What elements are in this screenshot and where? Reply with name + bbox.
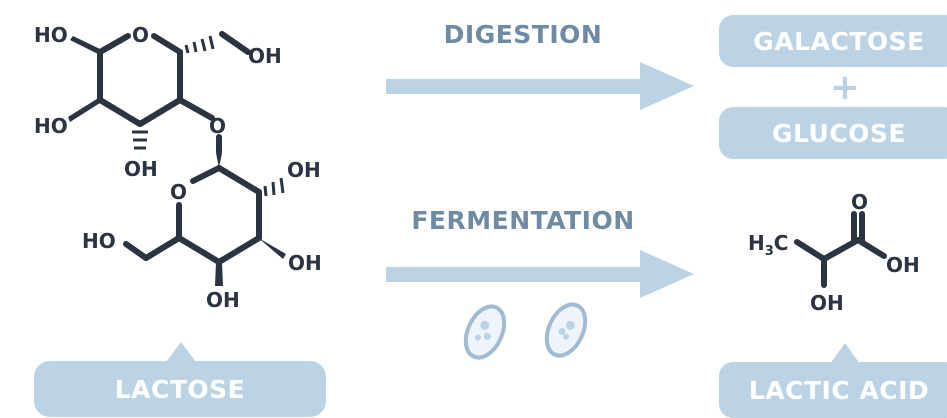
lactose-oh-label: OH xyxy=(248,44,282,68)
lactose-oh-label: OH xyxy=(206,288,240,312)
lactic-ch3-label: H3C xyxy=(748,231,788,259)
lactic-acid-pointer xyxy=(830,343,860,364)
lactose-pointer xyxy=(166,342,196,362)
lactic-acid-oh-label: OH xyxy=(886,253,920,277)
lactic-acid-pill: LACTIC ACID xyxy=(719,362,947,418)
glucose-pill: GLUCOSE xyxy=(719,107,947,159)
galactose-pill: GALACTOSE xyxy=(719,15,947,67)
lactose-ho-label: HO xyxy=(34,114,68,138)
lactose-ring-oxygen: O xyxy=(170,180,187,204)
lactose-pill: LACTOSE xyxy=(34,361,326,417)
lactose-ho-label: HO xyxy=(82,229,116,253)
lactose-oh-label: OH xyxy=(288,251,322,275)
digestion-label: DIGESTION xyxy=(443,20,603,49)
lactose-oh-label: OH xyxy=(124,157,158,181)
lactose-structure: HO O OH HO O OH O OH HO OH OH xyxy=(34,23,322,312)
fermentation-arrow xyxy=(386,250,694,298)
lactic-alpha-oh-label: OH xyxy=(810,291,844,315)
plus-sign: + xyxy=(829,67,861,108)
lactose-oh-label: OH xyxy=(287,158,321,182)
lactose-bridge-oxygen: O xyxy=(209,114,226,138)
lactic-carbonyl-oxygen: O xyxy=(851,190,868,214)
fermentation-label: FERMENTATION xyxy=(411,206,635,235)
reaction-arrows xyxy=(166,62,860,364)
lactose-ring-oxygen: O xyxy=(132,23,149,47)
bacterium-icon xyxy=(463,304,507,360)
lactose-ho-label: HO xyxy=(34,23,68,47)
digestion-arrow xyxy=(386,62,694,110)
bacterium-icon xyxy=(544,302,588,358)
lactic-acid-structure: H3C O OH OH xyxy=(748,190,920,315)
